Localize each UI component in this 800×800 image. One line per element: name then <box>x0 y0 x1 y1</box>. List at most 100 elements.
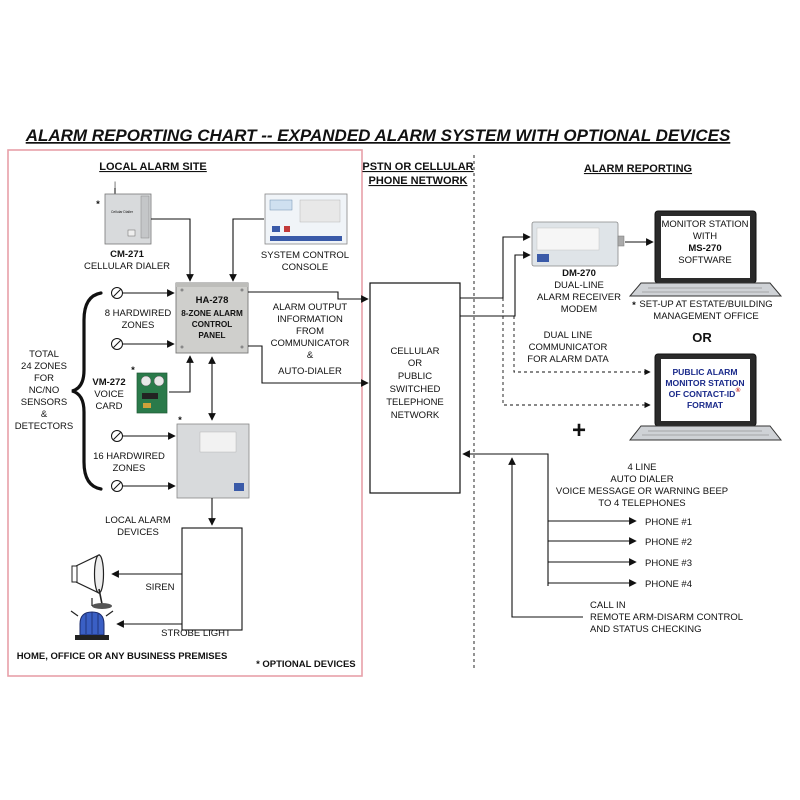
phone-2-label: PHONE #2 <box>645 537 692 548</box>
telephone-network-box <box>369 282 461 494</box>
alarm-reporting-heading: ALARM REPORTING <box>584 163 692 175</box>
panel-line-2: CONTROL <box>192 320 232 329</box>
vm272-asterisk: * <box>131 365 135 376</box>
plus-sign: + <box>572 417 586 444</box>
dm270-model: DM-270 <box>562 268 596 279</box>
dialer-label-3: VOICE MESSAGE OR WARNING BEEP <box>556 486 728 497</box>
network-label-2: OR <box>408 358 422 369</box>
or-label: OR <box>692 330 712 345</box>
svg-text:|: | <box>114 182 116 189</box>
strobe-light-icon <box>70 598 114 640</box>
dm270-label-1: DUAL-LINE <box>554 280 604 291</box>
phone-3-label: PHONE #3 <box>645 558 692 569</box>
dialer-return-line <box>462 450 549 586</box>
optional-asterisk: * <box>256 659 260 670</box>
total-label-6: & <box>41 409 48 420</box>
local-site-border <box>7 149 363 677</box>
panel-to-network-line <box>248 291 369 303</box>
public-label-4: FORMAT <box>687 400 724 410</box>
network-label-1: CELLULAR <box>390 346 439 357</box>
cm271-screen-text: Cellular Dialler <box>111 210 134 214</box>
zones-brace <box>71 291 103 491</box>
output-label-6: AUTO-DIALER <box>278 366 342 377</box>
expansion-asterisk: * <box>178 415 182 426</box>
siren-label: SIREN <box>145 582 174 593</box>
vm272-label-2: CARD <box>96 401 123 412</box>
output-label-5: & <box>307 350 314 361</box>
optional-devices-label: OPTIONAL DEVICES <box>262 659 355 670</box>
cm271-to-panel-line <box>151 218 194 282</box>
total-label-5: SENSORS <box>21 397 67 408</box>
callin-label-3: AND STATUS CHECKING <box>590 624 702 635</box>
network-label-6: NETWORK <box>391 410 440 421</box>
ha278-panel-device <box>175 282 249 354</box>
network-label-5: TELEPHONE <box>386 397 444 408</box>
zones16-label-2: ZONES <box>113 463 146 474</box>
dialer-label-1: 4 LINE <box>627 462 656 473</box>
dual-comm-label-2: COMMUNICATOR <box>529 342 608 353</box>
panel-model: HA-278 <box>196 295 229 306</box>
dual-comm-label-1: DUAL LINE <box>544 330 593 341</box>
vm272-model: VM-272 <box>92 377 125 388</box>
network-to-dm270-line-1 <box>460 233 531 299</box>
zones16-label-1: 16 HARDWIRED <box>93 451 165 462</box>
dm270-label-3: MODEM <box>561 304 598 315</box>
callin-label-1: CALL IN <box>590 600 626 611</box>
output-label-4: COMMUNICATOR <box>271 338 350 349</box>
output-label-1: ALARM OUTPUT <box>273 302 348 313</box>
total-label-1: TOTAL <box>29 349 59 360</box>
output-label-3: FROM <box>296 326 324 337</box>
cm271-asterisk: * <box>96 199 100 210</box>
premises-label: HOME, OFFICE OR ANY BUSINESS PREMISES <box>17 651 228 662</box>
cm271-device: | Cellular Dialler <box>104 182 152 245</box>
monitor-label-2: WITH <box>693 231 717 242</box>
dialer-label-2: AUTO DIALER <box>610 474 673 485</box>
expansion-module-device <box>176 423 250 499</box>
public-label-3: OF CONTACT-ID <box>669 389 736 399</box>
panel-line-3: PANEL <box>198 331 225 340</box>
zones8-label-2: ZONES <box>122 320 155 331</box>
panel-to-network-return-line <box>248 345 369 387</box>
setup-label-1: SET-UP AT ESTATE/BUILDING <box>639 299 772 310</box>
total-label-2: 24 ZONES <box>21 361 67 372</box>
dual-comm-label-3: FOR ALARM DATA <box>527 354 609 365</box>
terminal-8-zone-a <box>111 287 123 299</box>
phone-1-label: PHONE #1 <box>645 517 692 528</box>
dialer-label-4: TO 4 TELEPHONES <box>598 498 685 509</box>
network-to-dm270-line-2 <box>460 251 531 317</box>
total-label-4: NC/NO <box>29 385 60 396</box>
total-label-3: FOR <box>34 373 54 384</box>
public-registered-mark: ® <box>736 386 741 394</box>
pstn-heading-2: PHONE NETWORK <box>369 175 468 187</box>
system-control-console-device <box>264 193 348 245</box>
dual-comm-dashed-line-2 <box>502 298 651 409</box>
total-label-7: DETECTORS <box>15 421 73 432</box>
console-to-panel-line <box>229 218 264 282</box>
network-label-4: SWITCHED <box>390 384 441 395</box>
callin-label-2: REMOTE ARM-DISARM CONTROL <box>590 612 743 623</box>
call-in-line <box>508 457 583 618</box>
public-label-2: MONITOR STATION <box>665 378 744 388</box>
monitor-label-1: MONITOR STATION <box>661 219 748 230</box>
network-label-3: PUBLIC <box>398 371 432 382</box>
voice-card-to-panel-line <box>169 355 194 393</box>
strobe-label: STROBE LIGHT <box>161 628 231 639</box>
pstn-heading-1: PSTN OR CELLULAR <box>362 161 473 173</box>
dm270-label-2: ALARM RECEIVER <box>537 292 621 303</box>
phone-4-label: PHONE #4 <box>645 579 692 590</box>
output-label-2: INFORMATION <box>277 314 343 325</box>
local-devices-label-2: DEVICES <box>117 527 159 538</box>
zones8-label-1: 8 HARDWIRED <box>105 308 172 319</box>
monitor-label-3: MS-270 <box>688 243 721 254</box>
terminal-8-zone-b <box>111 338 123 350</box>
vm272-voice-card-device <box>136 372 168 414</box>
console-label-1: SYSTEM CONTROL <box>261 250 349 261</box>
siren-icon <box>71 554 112 609</box>
cm271-name: CELLULAR DIALER <box>84 261 170 272</box>
public-station-laptop <box>628 353 783 441</box>
panel-line-1: 8-ZONE ALARM <box>181 309 243 318</box>
setup-asterisk: * <box>632 300 636 311</box>
monitor-station-laptop <box>628 210 783 297</box>
chart-title: ALARM REPORTING CHART -- EXPANDED ALARM … <box>25 126 731 145</box>
